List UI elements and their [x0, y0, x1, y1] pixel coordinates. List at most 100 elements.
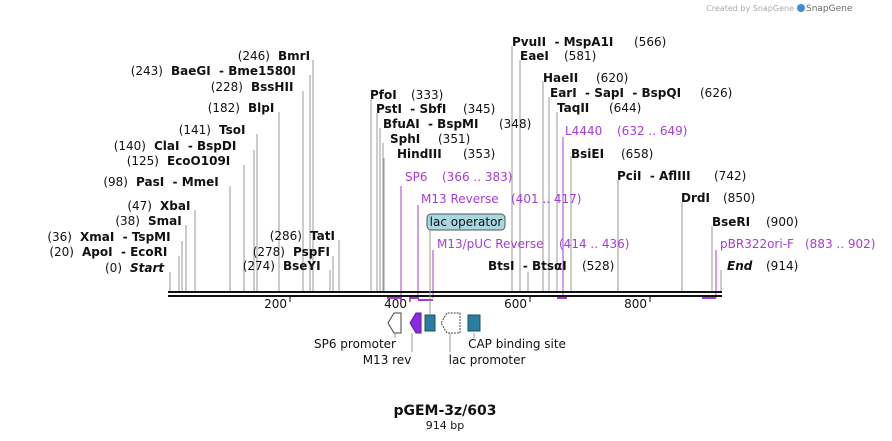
- feature-label-sp6-promoter: SP6 promoter: [314, 337, 396, 351]
- svg-text:(274): (274): [243, 259, 275, 273]
- site-label-bsshii[interactable]: (228) BssHII: [211, 80, 294, 94]
- svg-text:BlpI: BlpI: [248, 101, 274, 115]
- svg-text:XmaI - TspMI: XmaI - TspMI: [80, 230, 171, 244]
- cap-binding-site-box[interactable]: [467, 314, 481, 332]
- svg-text:(243): (243): [131, 64, 163, 78]
- svg-text:(883 .. 902): (883 .. 902): [805, 237, 875, 251]
- svg-text:End: End: [727, 259, 753, 273]
- tick-label: 200: [264, 297, 287, 311]
- site-label-pspfi[interactable]: (278) PspFI: [253, 245, 330, 259]
- feature-label-m13-rev: M13 rev: [363, 353, 412, 367]
- site-label-clai-bspdi[interactable]: (140) ClaI - BspDI: [114, 139, 237, 153]
- lac-operator-label[interactable]: lac operator: [426, 213, 506, 231]
- svg-text:L4440: L4440: [565, 124, 602, 138]
- site-label-eari-sapi-bspqi[interactable]: EarI - SapI - BspQI (626): [550, 86, 732, 100]
- svg-text:(348): (348): [499, 117, 531, 131]
- site-label-pfoi[interactable]: PfoI (333): [370, 88, 443, 102]
- feature-label-cap-binding-site: CAP binding site: [468, 337, 566, 351]
- site-label-pvuii-mspa1i[interactable]: PvuII - MspA1I (566): [512, 35, 666, 49]
- primer-label-m13-reverse[interactable]: M13 Reverse (401 .. 417): [421, 192, 581, 206]
- lac-promoter-arrow[interactable]: [440, 312, 461, 334]
- svg-text:ApoI - EcoRI: ApoI - EcoRI: [82, 245, 167, 259]
- site-label-pasi-mmei[interactable]: (98) PasI - MmeI: [103, 175, 218, 189]
- primer-label-pbr322ori-f[interactable]: pBR322ori-F (883 .. 902): [720, 237, 875, 251]
- svg-text:DrdI: DrdI: [681, 191, 710, 205]
- svg-text:(278): (278): [253, 245, 285, 259]
- map-length: 914 bp: [426, 419, 464, 432]
- site-label-bfuai-bspmi[interactable]: BfuAI - BspMI (348): [383, 117, 531, 131]
- site-label-xmai-tspmi[interactable]: (36) XmaI - TspMI: [47, 230, 170, 244]
- site-label-end[interactable]: End (914): [727, 259, 798, 273]
- svg-text:(581): (581): [564, 49, 596, 63]
- site-label-ecoo109i[interactable]: (125) EcoO109I: [127, 154, 231, 168]
- svg-text:(632 .. 649): (632 .. 649): [617, 124, 687, 138]
- site-label-xbai[interactable]: (47) XbaI: [127, 199, 190, 213]
- snapgene-logo-icon: SnapGene: [797, 4, 853, 14]
- svg-text:(626): (626): [700, 86, 732, 100]
- svg-text:BseRI: BseRI: [712, 215, 750, 229]
- svg-text:(353): (353): [463, 147, 495, 161]
- site-label-blpi[interactable]: (182) BlpI: [208, 101, 275, 115]
- sp6-promoter-arrow[interactable]: [387, 312, 402, 334]
- svg-text:lac operator: lac operator: [430, 215, 503, 229]
- svg-text:(914): (914): [766, 259, 798, 273]
- site-label-bseri[interactable]: BseRI (900): [712, 215, 798, 229]
- site-label-apoi-ecori[interactable]: (20) ApoI - EcoRI: [49, 245, 167, 259]
- svg-text:BseYI: BseYI: [283, 259, 321, 273]
- svg-text:(658): (658): [621, 147, 653, 161]
- site-label-bsiei[interactable]: BsiEI (658): [571, 147, 653, 161]
- svg-text:(351): (351): [438, 132, 470, 146]
- svg-text:BssHII: BssHII: [251, 80, 293, 94]
- svg-text:HaeII: HaeII: [543, 71, 578, 85]
- svg-text:(182): (182): [208, 101, 240, 115]
- sequence-backbone: [168, 291, 722, 297]
- svg-text:BmrI: BmrI: [278, 49, 310, 63]
- site-label-smai[interactable]: (38) SmaI: [115, 214, 181, 228]
- svg-text:M13/pUC Reverse: M13/pUC Reverse: [437, 237, 544, 251]
- primer-label-l4440[interactable]: L4440 (632 .. 649): [565, 124, 687, 138]
- svg-text:(47): (47): [127, 199, 152, 213]
- svg-text:(366 .. 383): (366 .. 383): [442, 170, 512, 184]
- primer-label-sp6[interactable]: SP6 (366 .. 383): [405, 170, 512, 184]
- svg-text:(125): (125): [127, 154, 159, 168]
- site-label-psti-sbfi[interactable]: PstI - SbfI (345): [376, 102, 495, 116]
- svg-text:(742): (742): [714, 169, 746, 183]
- site-label-eaei[interactable]: EaeI (581): [520, 49, 596, 63]
- svg-text:HindIII: HindIII: [397, 147, 442, 161]
- site-label-tati[interactable]: (286) TatI: [270, 229, 335, 243]
- site-label-taqii[interactable]: TaqII (644): [557, 101, 641, 115]
- site-label-start[interactable]: (0) Start: [105, 261, 165, 275]
- primer-label-m13-puc-reverse[interactable]: M13/pUC Reverse (414 .. 436): [437, 237, 629, 251]
- tick-label: 800: [624, 297, 647, 311]
- site-label-bmri[interactable]: (246) BmrI: [238, 49, 310, 63]
- svg-text:EarI - SapI - BspQI: EarI - SapI - BspQI: [550, 86, 681, 100]
- svg-text:SmaI: SmaI: [148, 214, 182, 228]
- svg-text:(141): (141): [179, 123, 211, 137]
- svg-text:PasI - MmeI: PasI - MmeI: [136, 175, 219, 189]
- svg-text:BfuAI - BspMI: BfuAI - BspMI: [383, 117, 478, 131]
- site-label-drdi[interactable]: DrdI (850): [681, 191, 755, 205]
- site-label-haeii[interactable]: HaeII (620): [543, 71, 628, 85]
- site-label-hindiii[interactable]: HindIII (353): [397, 147, 495, 161]
- svg-text:(20): (20): [49, 245, 74, 259]
- svg-text:(333): (333): [411, 88, 443, 102]
- credit-text: Created by SnapGene: [706, 4, 794, 13]
- primer-marks: [387, 297, 716, 302]
- site-label-pcii-afliii[interactable]: PciI - AflIII (742): [617, 169, 746, 183]
- svg-text:(528): (528): [582, 259, 614, 273]
- lac-operator-box[interactable]: [424, 314, 436, 332]
- svg-text:SphI: SphI: [390, 132, 420, 146]
- site-label-baegi-bme1580i[interactable]: (243) BaeGI - Bme1580I: [131, 64, 296, 78]
- svg-text:PspFI: PspFI: [293, 245, 330, 259]
- site-label-btsi-btsai[interactable]: BtsI - BtsαI (528): [488, 259, 614, 273]
- site-label-sphi[interactable]: SphI (351): [390, 132, 470, 146]
- site-label-bseyi[interactable]: (274) BseYI: [243, 259, 321, 273]
- tick-label: 600: [504, 297, 527, 311]
- m13-rev-arrow[interactable]: [409, 312, 422, 334]
- svg-text:M13 Reverse: M13 Reverse: [421, 192, 499, 206]
- primer-leader-lines: [400, 137, 717, 298]
- site-label-tsoi[interactable]: (141) TsoI: [179, 123, 246, 137]
- svg-text:EaeI: EaeI: [520, 49, 549, 63]
- svg-text:(401 .. 417): (401 .. 417): [511, 192, 581, 206]
